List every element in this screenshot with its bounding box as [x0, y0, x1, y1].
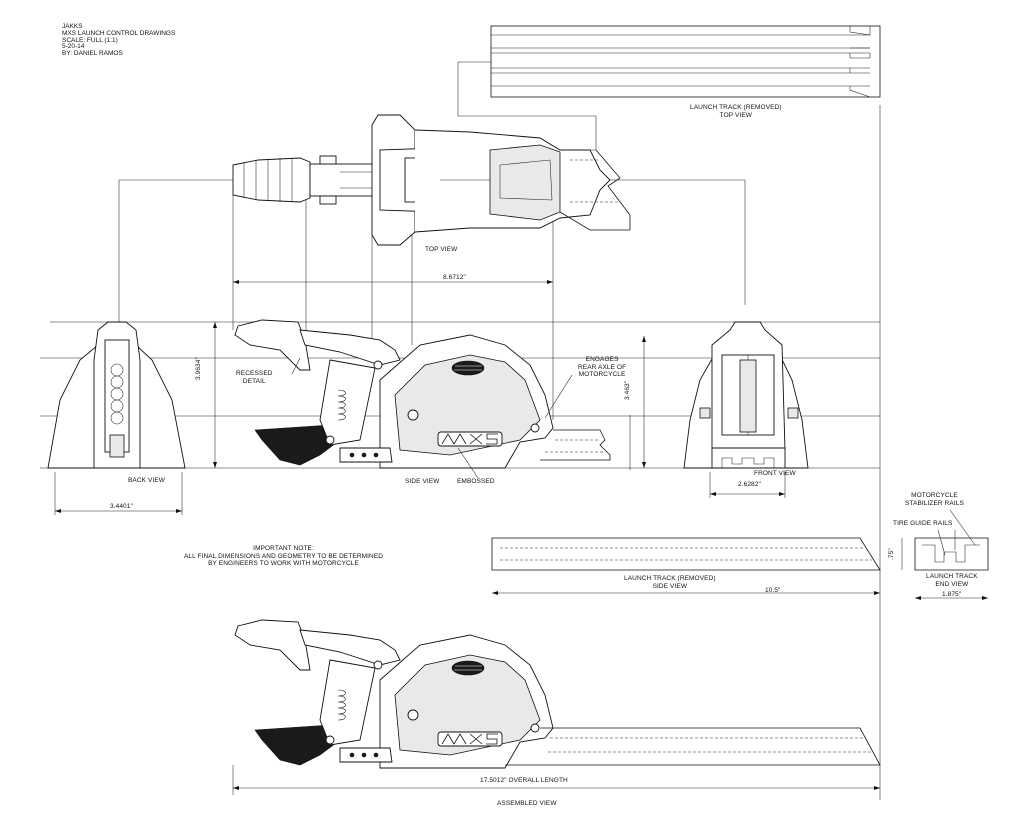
engages-callout: ENGAGES REAR AXLE OF MOTORCYCLE	[578, 356, 627, 378]
dimension-top-width-text: 8.6712"	[443, 274, 466, 281]
dimension-track-height-text: .75"	[888, 548, 895, 560]
launcher-top-view	[232, 114, 631, 246]
stabilizer-rails-callout: MOTORCYCLE STABILIZER RAILS	[905, 492, 964, 507]
launcher-side-view	[234, 319, 631, 479]
launcher-back-view	[47, 321, 186, 515]
mxs-logo	[437, 431, 503, 447]
top-view-label: TOP VIEW	[425, 246, 458, 253]
dimension-overall-length-text: 17.5012" OVERALL LENGTH	[480, 777, 568, 784]
launch-track-side-view	[491, 537, 903, 595]
dimension-top-width	[233, 280, 553, 284]
dimension-track-length-text: 10.5"	[765, 587, 781, 594]
launcher-front-view	[683, 321, 809, 498]
dimension-front-height	[642, 336, 646, 468]
dimension-side-height-text: 3.9634"	[195, 357, 202, 380]
embossed-callout: EMBOSSED	[457, 478, 495, 485]
launch-track-top-view	[490, 25, 881, 98]
dimension-track-end-width-text: 1.875"	[942, 591, 962, 598]
dimension-side-height	[213, 322, 217, 468]
back-view-label: BACK VIEW	[128, 477, 166, 484]
assembled-view-label: ASSEMBLED VIEW	[497, 800, 557, 807]
important-note: IMPORTANT NOTE: ALL FINAL DIMENSIONS AND…	[184, 545, 384, 567]
title-project: MXS LAUNCH CONTROL DRAWINGS	[62, 29, 176, 37]
title-date: 5-20-14	[62, 43, 85, 51]
launch-track-side-view-label: LAUNCH TRACK (REMOVED) SIDE VIEW	[624, 575, 716, 590]
recessed-detail-callout: RECESSED DETAIL	[236, 370, 273, 385]
assembled-view	[232, 619, 881, 795]
launch-track-end-view	[914, 509, 989, 600]
title-scale: SCALE: FULL (1:1)	[62, 36, 118, 44]
launch-track-end-view-label: LAUNCH TRACK END VIEW	[926, 573, 978, 588]
tire-guide-rails-callout: TIRE GUIDE RAILS	[893, 520, 953, 527]
title-block: JAKKS MXS LAUNCH CONTROL DRAWINGS SCALE:…	[62, 23, 176, 58]
dimension-back-width-text: 3.4401"	[110, 503, 133, 510]
front-view-label: FRONT VIEW	[754, 470, 796, 477]
title-company: JAKKS	[62, 23, 83, 30]
launch-track-top-view-label: LAUNCH TRACK (REMOVED) TOP VIEW	[690, 104, 782, 119]
dimension-front-height-text: 3.463"	[624, 380, 631, 400]
side-view-label: SIDE VIEW	[405, 478, 440, 485]
title-author: BY: DANIEL RAMOS	[62, 50, 123, 58]
dimension-front-width-text: 2.6282"	[738, 481, 761, 488]
